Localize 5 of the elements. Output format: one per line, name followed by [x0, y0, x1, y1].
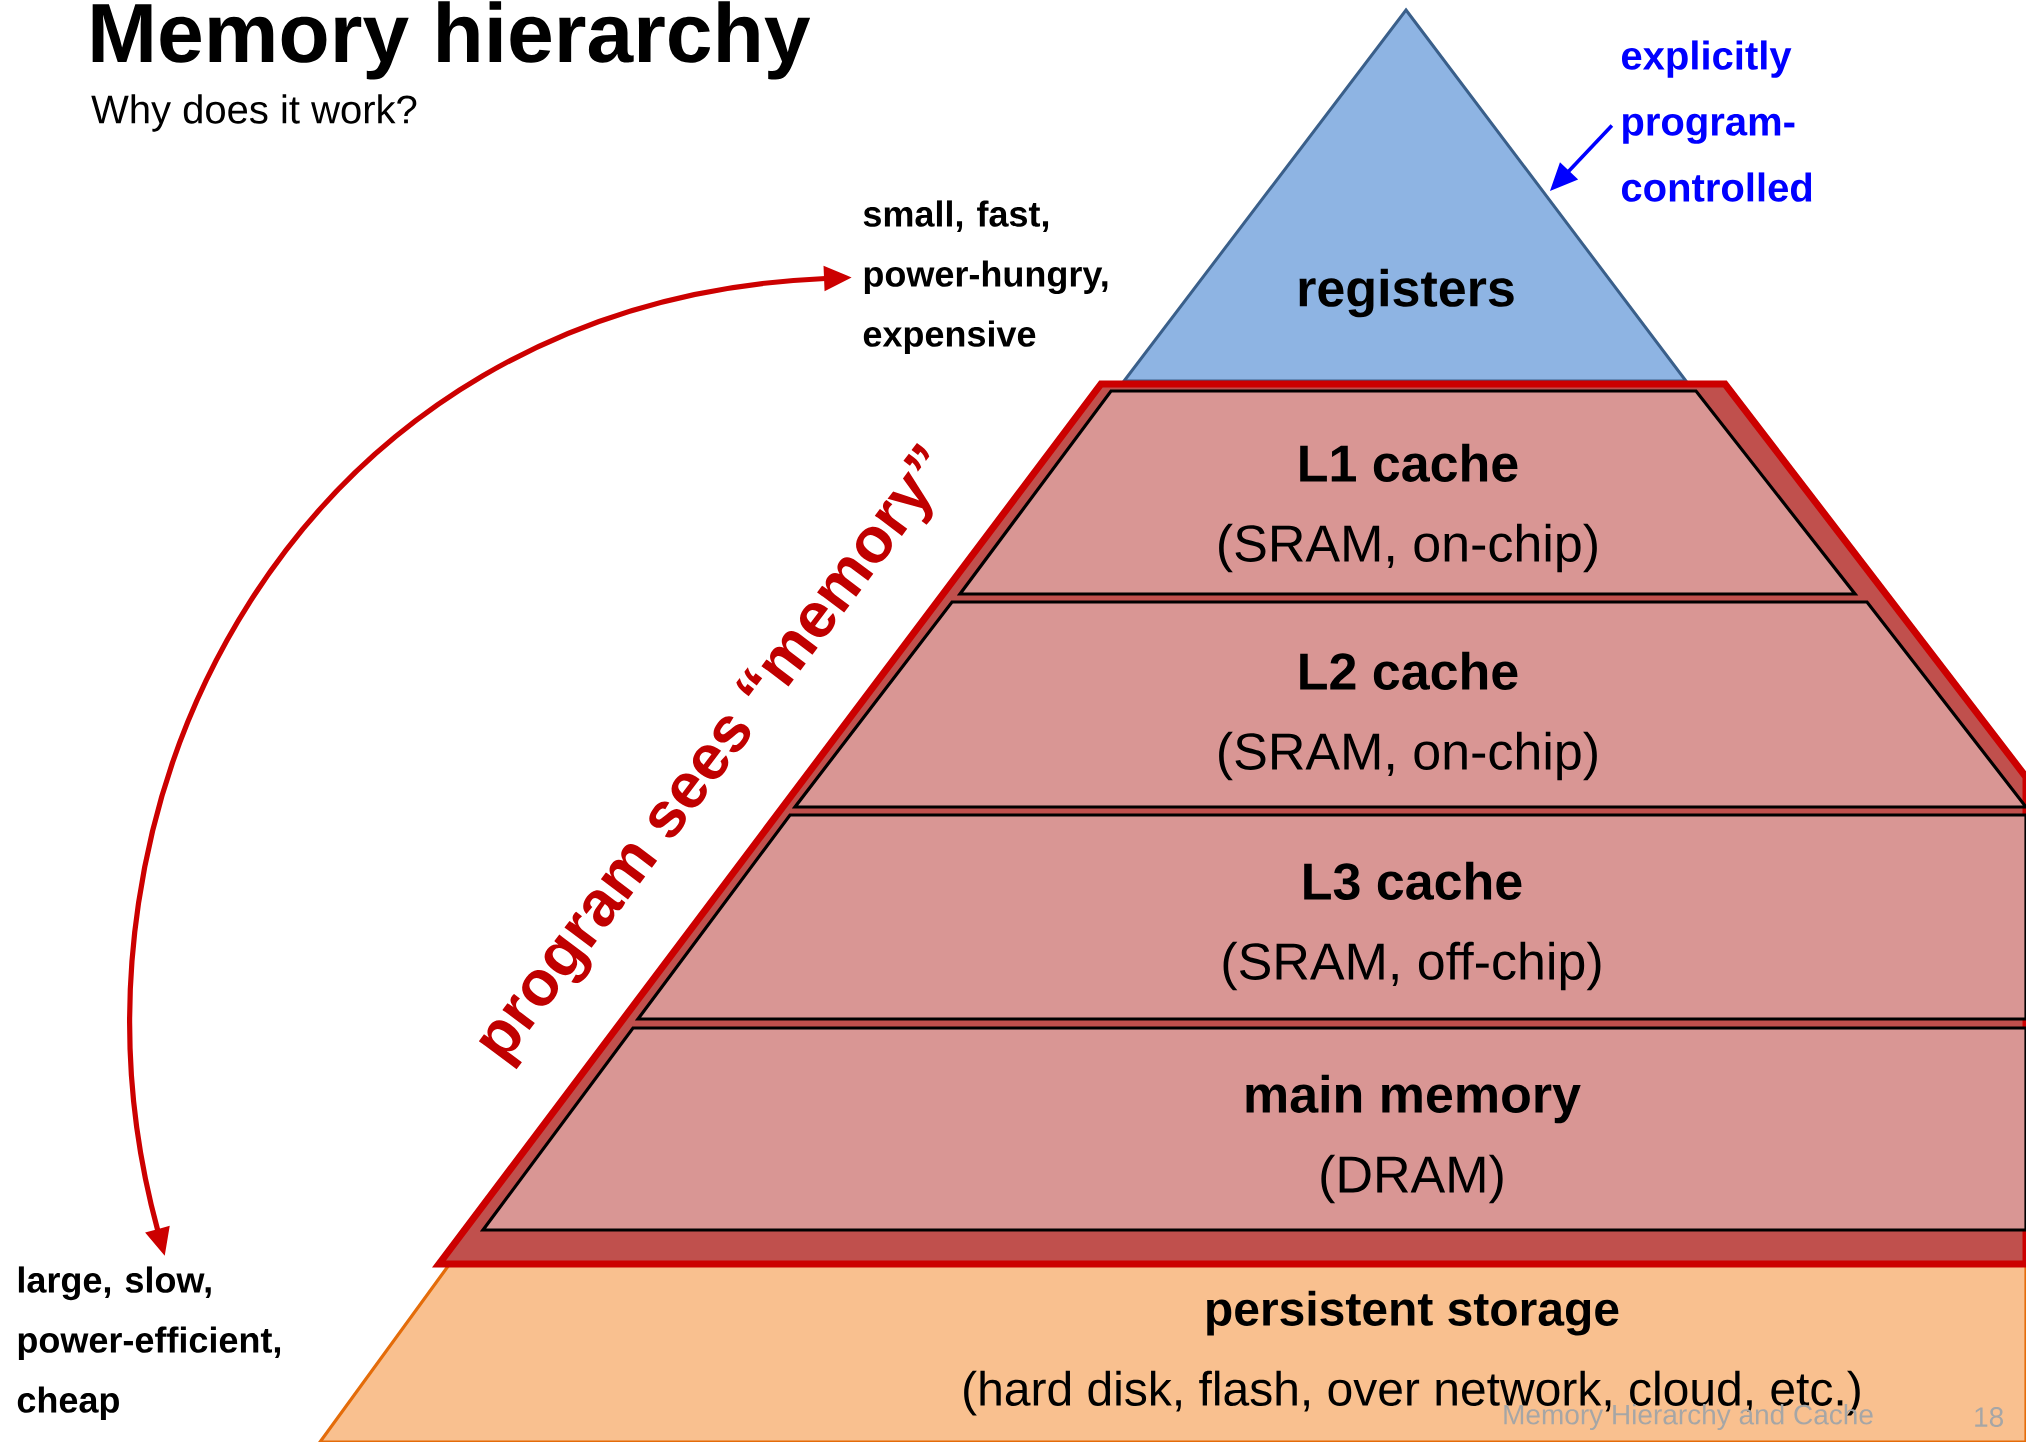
note-text: small, fast, power-hungry, expensive: [863, 200, 1108, 354]
title: Memory hierarchy: [92, 1, 811, 80]
page-number: 18: [1975, 1407, 2003, 1427]
note-text: large, slow, power-efficient, cheap: [17, 1266, 280, 1420]
subtitle: Why does it work?: [91, 94, 417, 132]
